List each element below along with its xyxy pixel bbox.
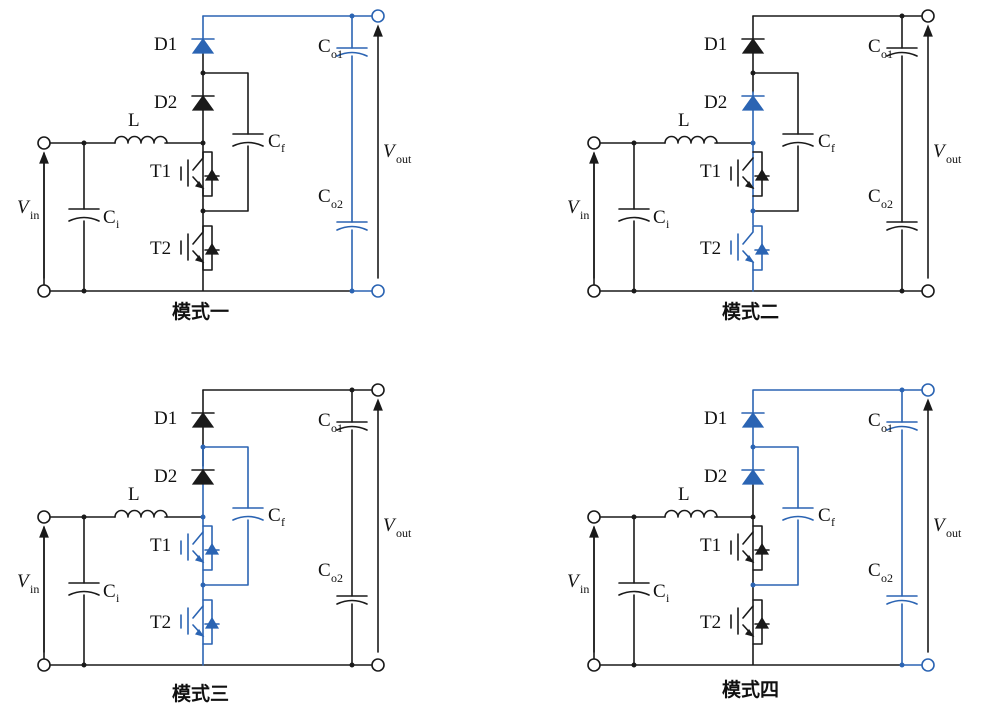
svg-text:in: in (580, 208, 589, 222)
label-vout: V (383, 141, 397, 162)
svg-text:in: in (580, 582, 589, 596)
svg-text:V: V (383, 515, 397, 536)
igbt-t2 (730, 225, 770, 271)
svg-text:T2: T2 (700, 612, 721, 633)
svg-text:f: f (281, 141, 285, 155)
igbt-t1 (180, 151, 220, 197)
label-vin: V (17, 197, 31, 218)
label-t1: T1 (150, 161, 171, 182)
svg-text:in: in (30, 208, 39, 222)
diode-d1 (741, 411, 765, 428)
svg-text:C: C (868, 186, 881, 207)
svg-text:i: i (666, 591, 670, 605)
svg-text:C: C (818, 505, 831, 526)
igbt-t2 (180, 225, 220, 271)
svg-text:C: C (653, 581, 666, 602)
svg-text:o2: o2 (881, 571, 893, 585)
diode-d1 (191, 411, 215, 428)
svg-text:out: out (946, 526, 962, 540)
label-co2: C (318, 186, 331, 207)
svg-text:T1: T1 (700, 535, 721, 556)
svg-text:V: V (17, 571, 31, 592)
caption-mode-1: 模式一 (172, 300, 229, 323)
svg-text:T2: T2 (700, 238, 721, 259)
svg-text:T1: T1 (150, 535, 171, 556)
svg-text:V: V (567, 197, 581, 218)
label-cf: C (268, 131, 281, 152)
diode-d2 (741, 94, 765, 111)
svg-text:C: C (868, 560, 881, 581)
label-t2: T2 (150, 238, 171, 259)
svg-text:L: L (128, 484, 140, 505)
svg-text:o2: o2 (881, 197, 893, 211)
svg-text:C: C (103, 581, 116, 602)
diode-d1 (741, 37, 765, 54)
svg-text:o1: o1 (881, 47, 893, 61)
svg-text:C: C (653, 207, 666, 228)
svg-text:D1: D1 (154, 408, 177, 429)
svg-text:out: out (946, 152, 962, 166)
igbt-t1 (180, 525, 220, 571)
svg-text:out: out (396, 152, 412, 166)
svg-text:o1: o1 (881, 421, 893, 435)
label-d2: D2 (154, 92, 177, 113)
svg-text:V: V (567, 571, 581, 592)
svg-text:i: i (116, 591, 120, 605)
svg-text:o2: o2 (331, 571, 343, 585)
svg-text:C: C (868, 410, 881, 431)
svg-text:V: V (933, 141, 947, 162)
svg-text:T1: T1 (700, 161, 721, 182)
svg-text:f: f (831, 141, 835, 155)
svg-text:f: f (281, 515, 285, 529)
svg-text:C: C (868, 36, 881, 57)
svg-text:out: out (396, 526, 412, 540)
svg-text:D1: D1 (704, 408, 727, 429)
svg-text:f: f (831, 515, 835, 529)
svg-text:D2: D2 (704, 466, 727, 487)
diode-d2 (741, 468, 765, 485)
diode-d1 (191, 15, 215, 54)
svg-text:C: C (318, 410, 331, 431)
svg-text:o1: o1 (331, 421, 343, 435)
svg-text:D2: D2 (704, 92, 727, 113)
svg-text:o1: o1 (331, 47, 343, 61)
svg-text:C: C (318, 560, 331, 581)
svg-text:i: i (666, 217, 670, 231)
svg-text:o2: o2 (331, 197, 343, 211)
svg-text:L: L (678, 110, 690, 131)
igbt-t2 (180, 599, 220, 645)
label-co1: C (318, 36, 331, 57)
caption-mode-4: 模式四 (722, 678, 779, 701)
svg-text:in: in (30, 582, 39, 596)
svg-text:T2: T2 (150, 612, 171, 633)
diode-d2 (191, 468, 215, 485)
label-l: L (128, 110, 140, 131)
svg-text:D2: D2 (154, 466, 177, 487)
svg-text:V: V (933, 515, 947, 536)
diode-d2 (191, 94, 215, 111)
svg-text:i: i (116, 217, 120, 231)
label-ci: C (103, 207, 116, 228)
igbt-t2 (730, 599, 770, 645)
igbt-t1 (730, 525, 770, 571)
svg-text:C: C (818, 131, 831, 152)
svg-text:L: L (678, 484, 690, 505)
svg-text:C: C (268, 505, 281, 526)
caption-mode-3: 模式三 (172, 682, 229, 705)
label-d1: D1 (154, 34, 177, 55)
igbt-t1 (730, 151, 770, 197)
svg-text:D1: D1 (704, 34, 727, 55)
caption-mode-2: 模式二 (722, 300, 779, 323)
